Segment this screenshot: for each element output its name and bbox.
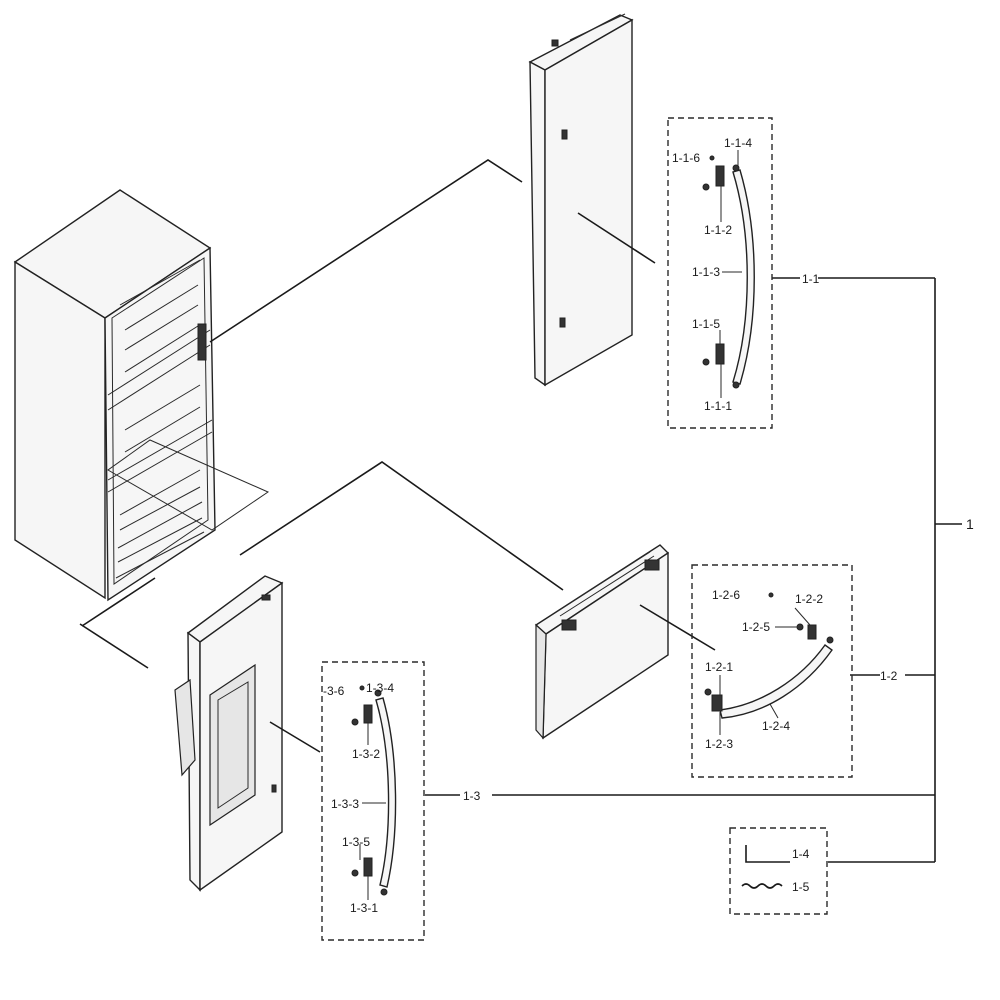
label-1-2-3: 1-2-3 [705,737,733,751]
label-1-2-2: 1-2-2 [795,592,823,606]
label-1-1-2: 1-1-2 [704,223,732,237]
label-1-3-4: 1-3-4 [366,681,394,695]
label-1-3-1: 1-3-1 [350,901,378,915]
label-1-5: 1-5 [792,880,810,894]
label-1-2-6: 1-2-6 [712,588,740,602]
label-1-2-4: 1-2-4 [762,719,790,733]
label-1-3-5: 1-3-5 [342,835,370,849]
label-1-2-5: 1-2-5 [742,620,770,634]
handle-kit-1-3 [321,661,425,941]
label-1-4: 1-4 [792,847,810,861]
parts-box-1-4-1-5 [729,827,828,915]
fridge-door [528,13,634,387]
label-1-1-5: 1-1-5 [692,317,720,331]
label-1-1: 1-1 [802,272,820,286]
label-1-1-4: 1-1-4 [724,136,752,150]
label-1-3-6: -3-6 [323,684,345,698]
label-1-2: 1-2 [880,669,898,683]
freezer-drawer-door [534,544,670,740]
refrigerator-cabinet [13,189,270,602]
label-1-1-6: 1-1-6 [672,151,700,165]
dispenser-door [174,575,284,892]
label-1-2-1: 1-2-1 [705,660,733,674]
label-1-3: 1-3 [463,789,481,803]
label-1-1-1: 1-1-1 [704,399,732,413]
label-1-3-3: 1-3-3 [331,797,359,811]
handle-kit-1-2 [691,564,853,778]
label-assembly: 1 [966,516,974,532]
label-1-1-3: 1-1-3 [692,265,720,279]
handle-kit-1-1 [667,117,773,429]
leader-lines [79,159,716,753]
label-1-3-2: 1-3-2 [352,747,380,761]
assembly-bracket [425,277,962,863]
